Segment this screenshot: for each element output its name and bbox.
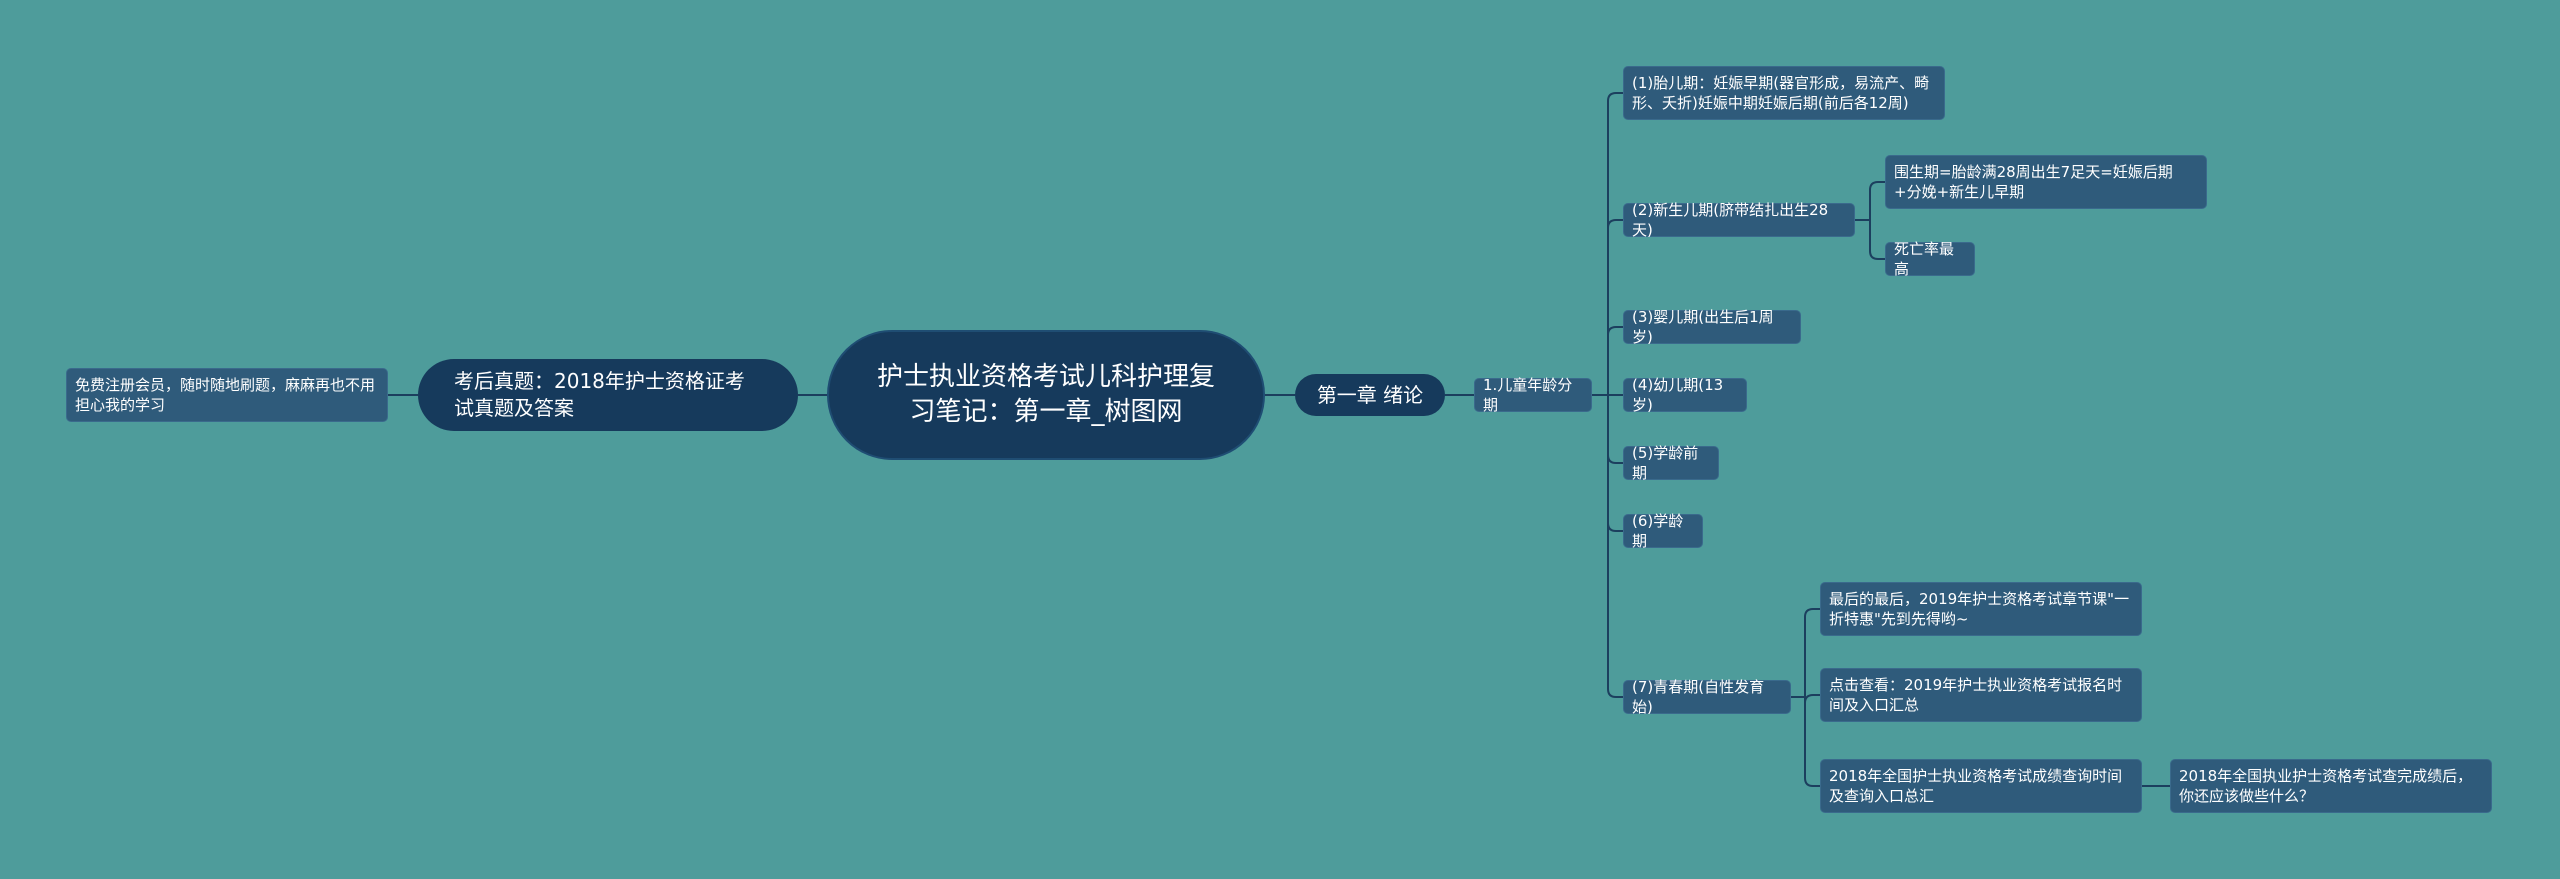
neonatal-detail-mortality[interactable]: 死亡率最高 — [1885, 240, 1975, 278]
stage-node-toddler[interactable]: (4)幼儿期(13岁) — [1623, 376, 1747, 414]
right-branch-label: 第一章 绪论 — [1316, 382, 1424, 407]
link-registration — [1804, 694, 1820, 704]
stage-label-neonatal: (2)新生儿期(脐带结扎出生28天) — [1632, 200, 1829, 239]
link-mortality — [1869, 220, 1885, 260]
left-branch-node[interactable]: 考后真题：2018年护士资格证考试真题及答案 — [418, 359, 798, 431]
left-note-label: 免费注册会员，随时随地刷题，麻麻再也不用担心我的学习 — [75, 375, 376, 414]
adolescence-link-discount[interactable]: 最后的最后，2019年护士资格考试章节课"一折特惠"先到先得哟~ — [1820, 582, 2142, 636]
stage-label-adolescence: (7)青春期(自性发育始) — [1632, 677, 1765, 716]
registration-label: 点击查看：2019年护士执业资格考试报名时间及入口汇总 — [1829, 675, 2123, 714]
results-followup-label: 2018年全国执业护士资格考试查完成绩后，你还应该做些什么？ — [2179, 766, 2473, 805]
root-label: 护士执业资格考试儿科护理复习笔记：第一章_树图网 — [877, 361, 1216, 427]
stage-label-school: (6)学龄期 — [1632, 511, 1684, 550]
link-stage-neonatal — [1607, 219, 1623, 395]
results-followup-node[interactable]: 2018年全国执业护士资格考试查完成绩后，你还应该做些什么？ — [2170, 759, 2492, 813]
stage-node-fetal[interactable]: (1)胎儿期：妊娠早期(器官形成，易流产、畸形、夭折)妊娠中期妊娠后期(前后各1… — [1623, 66, 1945, 120]
adolescence-link-results[interactable]: 2018年全国护士执业资格考试成绩查询时间及查询入口总汇 — [1820, 759, 2142, 813]
section-node[interactable]: 1.儿童年龄分期 — [1474, 376, 1592, 414]
left-note-node[interactable]: 免费注册会员，随时随地刷题，麻麻再也不用担心我的学习 — [66, 368, 388, 422]
right-branch-node[interactable]: 第一章 绪论 — [1295, 374, 1445, 416]
perinatal-label: 围生期=胎龄满28周出生7足天=妊娠后期+分娩+新生儿早期 — [1894, 162, 2173, 201]
stage-node-infant[interactable]: (3)婴儿期(出生后1周岁) — [1623, 308, 1801, 346]
discount-label: 最后的最后，2019年护士资格考试章节课"一折特惠"先到先得哟~ — [1829, 589, 2130, 628]
stage-label-infant: (3)婴儿期(出生后1周岁) — [1632, 307, 1774, 346]
stage-label-fetal: (1)胎儿期：妊娠早期(器官形成，易流产、畸形、夭折)妊娠中期妊娠后期(前后各1… — [1632, 73, 1930, 112]
neonatal-detail-perinatal[interactable]: 围生期=胎龄满28周出生7足天=妊娠后期+分娩+新生儿早期 — [1885, 155, 2207, 209]
results-label: 2018年全国护士执业资格考试成绩查询时间及查询入口总汇 — [1829, 766, 2123, 805]
stage-label-toddler: (4)幼儿期(13岁) — [1632, 375, 1724, 414]
stage-label-preschool: (5)学龄前期 — [1632, 443, 1699, 482]
stage-node-preschool[interactable]: (5)学龄前期 — [1623, 444, 1719, 482]
left-branch-label: 考后真题：2018年护士资格证考试真题及答案 — [454, 369, 745, 420]
adolescence-link-registration[interactable]: 点击查看：2019年护士执业资格考试报名时间及入口汇总 — [1820, 668, 2142, 722]
mortality-label: 死亡率最高 — [1894, 239, 1955, 278]
link-stage-infant — [1607, 326, 1623, 395]
link-stage-fetal — [1607, 92, 1623, 395]
root-node[interactable]: 护士执业资格考试儿科护理复习笔记：第一章_树图网 — [827, 330, 1265, 460]
stage-node-adolescence[interactable]: (7)青春期(自性发育始) — [1623, 678, 1791, 716]
link-results — [1804, 697, 1820, 787]
stage-node-school[interactable]: (6)学龄期 — [1623, 512, 1703, 550]
link-discount — [1804, 608, 1820, 697]
link-stage-adolescence — [1607, 395, 1623, 698]
link-perinatal — [1869, 181, 1885, 220]
link-stage-preschool — [1607, 395, 1623, 464]
stage-node-neonatal[interactable]: (2)新生儿期(脐带结扎出生28天) — [1623, 201, 1855, 239]
section-label: 1.儿童年龄分期 — [1483, 375, 1573, 414]
